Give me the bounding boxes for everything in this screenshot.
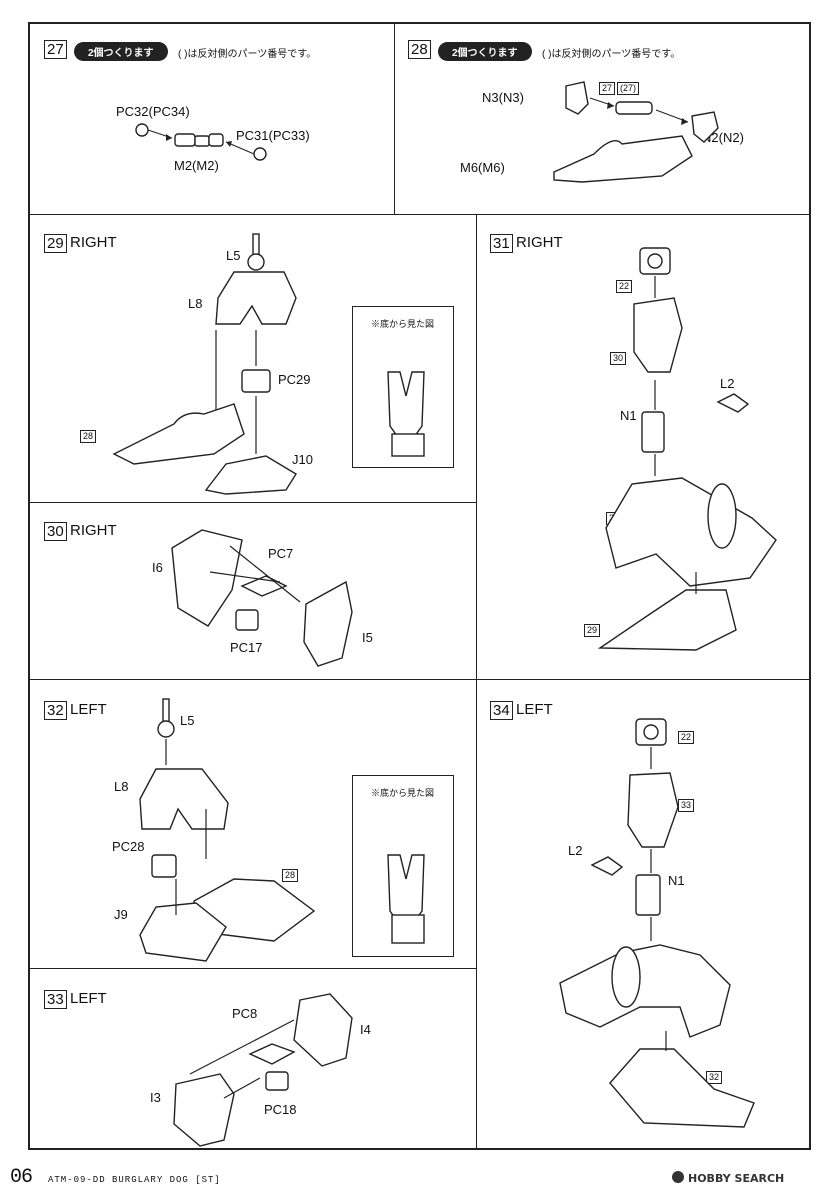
part-label: N1 xyxy=(620,408,637,423)
step-34-diagram xyxy=(559,718,755,1128)
step-number: 29 xyxy=(44,234,67,253)
inset-caption: ※底から見た図 xyxy=(371,319,435,329)
bottom-view-inset: ※底から見た図 xyxy=(352,306,454,468)
part-label: I3 xyxy=(150,1090,161,1105)
step-31-diagram xyxy=(597,247,777,651)
part-label: L5 xyxy=(180,713,195,728)
page-number: 06 xyxy=(10,1166,33,1189)
divider xyxy=(30,502,476,503)
step-ref: 33 xyxy=(678,799,695,812)
part-label: I4 xyxy=(360,1022,371,1037)
step-30-diagram xyxy=(171,529,353,667)
step-number: 32 xyxy=(44,701,67,720)
step-ref: 28 xyxy=(282,869,299,882)
step-34: 34 LEFT L2 N1 22 33 26 32 xyxy=(476,679,809,1150)
part-label: J9 xyxy=(114,907,128,922)
step-ref: 28 xyxy=(80,430,97,443)
part-label: PC32(PC34) xyxy=(116,104,190,119)
divider xyxy=(476,214,477,1150)
step-ref: 27 xyxy=(599,82,616,95)
part-label: PC7 xyxy=(268,546,294,561)
part-label: PC18 xyxy=(264,1102,297,1117)
step-29: 29 RIGHT L5 L8 PC29 J10 28 ※底から見た図 xyxy=(30,214,476,502)
note: ( )は反対側のパーツ番号です。 xyxy=(178,49,317,60)
product-title: ATM-09-DD BURGLARY DOG [ST] xyxy=(48,1175,221,1185)
divider xyxy=(30,214,809,215)
part-label: J10 xyxy=(292,452,313,467)
divider xyxy=(30,679,809,680)
part-label: N3(N3) xyxy=(482,90,524,105)
step-ref: 22 xyxy=(616,280,633,293)
step-27: 27 2個つくります ( )は反対側のパーツ番号です。 PC32(PC34) P… xyxy=(30,24,394,214)
step-number: 27 xyxy=(44,40,67,59)
instruction-sheet: 27 2個つくります ( )は反対側のパーツ番号です。 PC32(PC34) P… xyxy=(28,22,811,1150)
step-32: 32 LEFT L5 L8 PC28 J9 28 ※底から見た図 xyxy=(30,679,476,968)
part-label: L5 xyxy=(226,248,241,263)
step-33: 33 LEFT PC8 I4 I3 PC18 xyxy=(30,968,476,1150)
note: ( )は反対側のパーツ番号です。 xyxy=(542,49,681,60)
make-two-badge: 2個つくります xyxy=(438,42,532,61)
step-title: LEFT xyxy=(516,701,553,718)
part-label: N1 xyxy=(668,873,685,888)
step-28: 28 2個つくります ( )は反対側のパーツ番号です。 N3(N3) N2(N2… xyxy=(394,24,809,214)
hobby-search-logo-icon xyxy=(672,1171,684,1183)
part-label: M6(M6) xyxy=(460,160,505,175)
part-label: M2(M2) xyxy=(174,158,219,173)
step-31: 31 RIGHT L2 N1 22 30 26 29 xyxy=(476,214,809,679)
step-30: 30 RIGHT I6 PC7 PC17 I5 xyxy=(30,502,476,679)
divider xyxy=(394,24,395,214)
part-label: PC17 xyxy=(230,640,263,655)
step-32-diagram xyxy=(139,698,425,962)
part-label: PC8 xyxy=(232,1006,258,1021)
step-ref: (27) xyxy=(617,82,640,95)
inset-caption: ※底から見た図 xyxy=(371,788,435,798)
divider xyxy=(30,968,476,969)
part-label: L8 xyxy=(114,779,129,794)
step-title: RIGHT xyxy=(516,234,563,251)
step-title: LEFT xyxy=(70,701,107,718)
step-number: 28 xyxy=(408,40,431,59)
step-number: 33 xyxy=(44,990,67,1009)
part-label: PC31(PC33) xyxy=(236,128,310,143)
step-28-diagram xyxy=(553,81,719,183)
step-title: RIGHT xyxy=(70,234,117,251)
part-label: L2 xyxy=(568,843,583,858)
make-two-badge: 2個つくります xyxy=(74,42,168,61)
step-number: 30 xyxy=(44,522,67,541)
step-ref: 32 xyxy=(706,1071,723,1084)
step-ref: 30 xyxy=(610,352,627,365)
part-label: L2 xyxy=(720,376,735,391)
part-label: L8 xyxy=(188,296,203,311)
step-27-diagram xyxy=(135,123,267,161)
step-ref: 22 xyxy=(678,731,695,744)
step-number: 34 xyxy=(490,701,513,720)
step-number: 31 xyxy=(490,234,513,253)
part-label: I6 xyxy=(152,560,163,575)
part-label: PC29 xyxy=(278,372,311,387)
part-label: PC28 xyxy=(112,839,145,854)
step-33-diagram xyxy=(173,993,353,1147)
part-label: I5 xyxy=(362,630,373,645)
step-title: RIGHT xyxy=(70,522,117,539)
step-title: LEFT xyxy=(70,990,107,1007)
step-29-diagram xyxy=(112,233,425,495)
watermark: HOBBY SEARCH xyxy=(688,1172,785,1185)
step-ref: 29 xyxy=(584,624,601,637)
bottom-view-inset: ※底から見た図 xyxy=(352,775,454,957)
